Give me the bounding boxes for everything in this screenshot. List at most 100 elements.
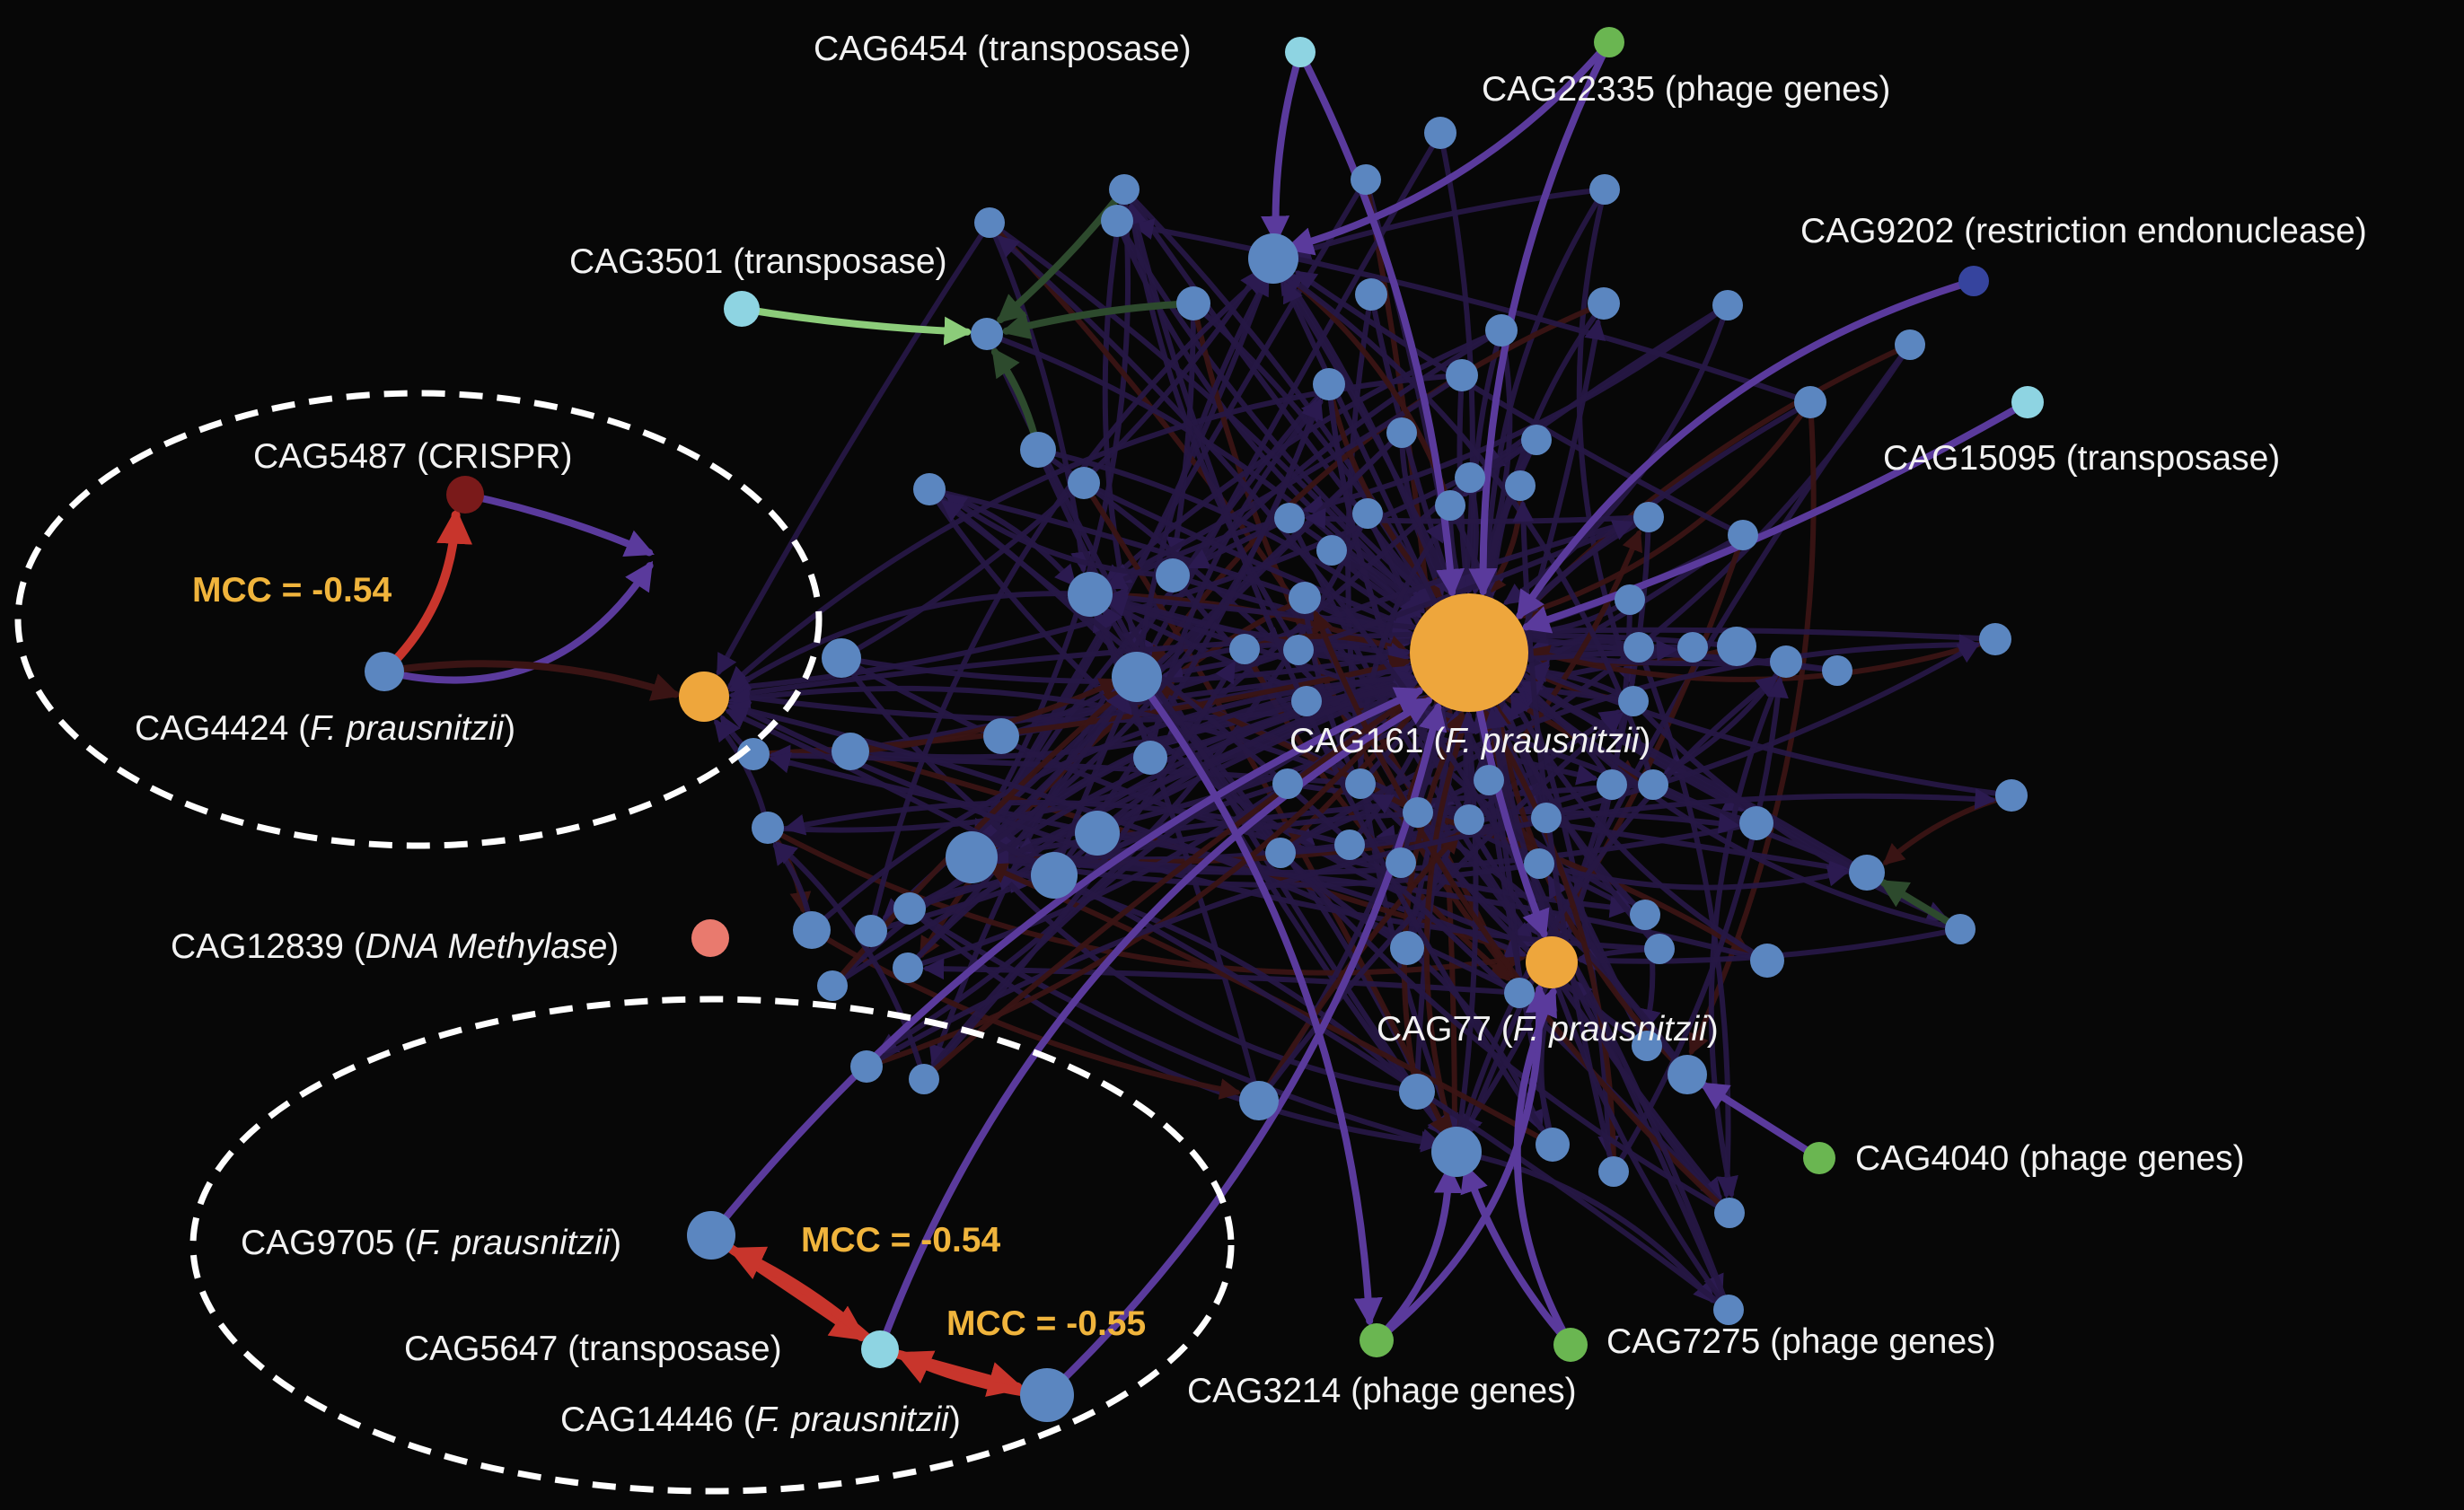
highlighted-edge bbox=[1373, 983, 1554, 1344]
network-node bbox=[1794, 386, 1826, 418]
network-node bbox=[946, 831, 998, 883]
background-edge bbox=[1131, 218, 1813, 405]
node-cag77 bbox=[1526, 936, 1578, 988]
cluster-ellipse-top bbox=[14, 390, 823, 849]
network-node bbox=[1995, 779, 2028, 812]
background-edge bbox=[1423, 711, 1473, 1154]
highlighted-edge bbox=[1513, 987, 1574, 1348]
background-edge bbox=[1035, 447, 1534, 945]
network-node bbox=[1597, 769, 1627, 800]
network-node bbox=[1109, 174, 1140, 205]
network-node bbox=[1390, 931, 1424, 965]
node-labels: CAG6454 (transposase) CAG22335 (phage ge… bbox=[135, 30, 2367, 1439]
background-edge bbox=[809, 667, 1416, 933]
background-edge bbox=[1520, 680, 1963, 932]
highlighted-edge bbox=[1520, 399, 2031, 634]
network-node bbox=[1521, 425, 1552, 455]
network-node bbox=[1979, 623, 2011, 655]
network-node bbox=[1424, 117, 1456, 149]
network-node bbox=[1386, 847, 1416, 878]
network-node bbox=[1112, 652, 1162, 702]
network-node bbox=[1386, 417, 1417, 448]
network-node bbox=[1474, 765, 1504, 795]
network-node bbox=[1624, 632, 1654, 663]
network-node bbox=[1355, 278, 1387, 311]
background-edge bbox=[876, 511, 1370, 1055]
network-node bbox=[1291, 686, 1322, 716]
network-node bbox=[1399, 1074, 1435, 1110]
background-edge bbox=[1191, 301, 1433, 608]
background-edge bbox=[1294, 270, 1746, 538]
background-edge bbox=[1483, 709, 1616, 1174]
network-node bbox=[1638, 769, 1668, 800]
network-node bbox=[1677, 632, 1708, 663]
label-cag4040: CAG4040 (phage genes) bbox=[1855, 1139, 2245, 1178]
network-node bbox=[1068, 572, 1113, 617]
background-edge bbox=[1487, 705, 1732, 1216]
network-node bbox=[1239, 1081, 1279, 1120]
background-edge bbox=[994, 867, 1420, 1094]
background-edge bbox=[944, 493, 1175, 578]
network-node bbox=[1075, 811, 1120, 856]
label-cag9705: CAG9705 (F. prausnitzii) bbox=[241, 1224, 621, 1262]
network-node bbox=[1750, 944, 1784, 978]
labeled-nodes bbox=[365, 27, 2044, 1422]
network-node bbox=[1454, 804, 1484, 835]
label-cag5487: CAG5487 (CRISPR) bbox=[253, 437, 572, 476]
highlighted-edge bbox=[462, 491, 655, 557]
network-node bbox=[1728, 520, 1758, 550]
highlighted-edge bbox=[1133, 673, 1383, 1327]
network-node bbox=[1345, 768, 1376, 799]
network-node bbox=[1618, 686, 1649, 716]
network-node bbox=[1133, 741, 1167, 775]
network-node bbox=[855, 915, 887, 947]
network-node bbox=[1849, 855, 1885, 891]
label-cag15095: CAG15095 (transposase) bbox=[1883, 439, 2280, 478]
network-node bbox=[793, 911, 831, 949]
network-node bbox=[1289, 582, 1321, 614]
background-edge bbox=[907, 906, 1443, 1150]
highlighted-edge bbox=[1460, 1163, 1574, 1348]
network-node bbox=[983, 718, 1019, 754]
network-node bbox=[1352, 498, 1383, 529]
background-edge bbox=[868, 272, 1267, 934]
label-cag9202: CAG9202 (restriction endonuclease) bbox=[1800, 212, 2367, 250]
network-node bbox=[817, 970, 848, 1001]
network-node bbox=[1668, 1055, 1707, 1094]
network-node bbox=[1101, 205, 1133, 237]
label-cag14446: CAG14446 (F. prausnitzii) bbox=[560, 1400, 961, 1439]
label-cag4424: CAG4424 (F. prausnitzii) bbox=[135, 709, 515, 748]
background-edge bbox=[864, 787, 1997, 1069]
network-node bbox=[832, 733, 869, 770]
background-edge bbox=[1483, 707, 1731, 1312]
background-edge bbox=[1482, 303, 1730, 470]
background-edge bbox=[1288, 187, 1607, 260]
background-edge bbox=[1101, 604, 1732, 1216]
background-edge bbox=[907, 906, 1443, 1153]
network-node bbox=[1229, 634, 1260, 664]
network-node bbox=[1712, 290, 1743, 320]
network-node bbox=[1632, 1031, 1662, 1061]
node-cag4040 bbox=[1803, 1142, 1835, 1174]
network-node bbox=[1644, 934, 1675, 964]
network-node bbox=[1714, 1198, 1745, 1228]
network-node bbox=[1283, 635, 1314, 665]
label-cag3214: CAG3214 (phage genes) bbox=[1187, 1372, 1577, 1410]
background-edge bbox=[716, 220, 992, 676]
highlighted-edge bbox=[381, 660, 682, 701]
network-node bbox=[1265, 838, 1296, 868]
network-node bbox=[1717, 627, 1756, 666]
network-node bbox=[1313, 368, 1345, 400]
network-node bbox=[1524, 848, 1554, 879]
label-cag7275: CAG7275 (phage genes) bbox=[1606, 1322, 1996, 1361]
background-edge bbox=[1454, 675, 1779, 1154]
background-edge bbox=[727, 685, 1363, 786]
background-edge bbox=[1515, 399, 1813, 621]
network-node bbox=[1505, 470, 1536, 501]
network-node bbox=[974, 207, 1005, 238]
network-node bbox=[1351, 164, 1381, 195]
node-cag14446 bbox=[1020, 1368, 1074, 1422]
mcc-labels: MCC = -0.54 MCC = -0.54 MCC = -0.55 bbox=[192, 571, 1146, 1343]
network-node bbox=[1403, 797, 1433, 828]
node-cag22335 bbox=[1594, 27, 1624, 57]
